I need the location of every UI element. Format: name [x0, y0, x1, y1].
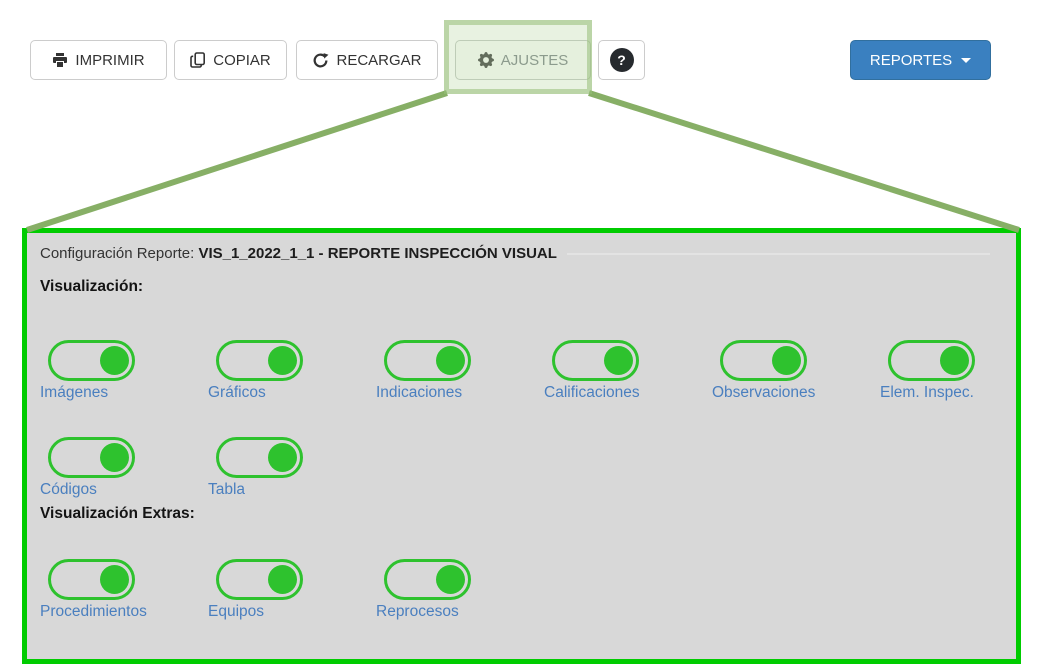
- toggle-knob: [604, 346, 633, 375]
- toggle-indicaciones[interactable]: Indicaciones: [376, 340, 471, 402]
- help-icon: ?: [609, 48, 634, 72]
- section-visualizacion-title: Visualización:: [40, 278, 144, 295]
- toggle-calificaciones[interactable]: Calificaciones: [544, 340, 640, 402]
- toggle-label: Equipos: [208, 603, 265, 620]
- gear-icon: [477, 52, 494, 68]
- print-button[interactable]: IMPRIMIR: [30, 40, 167, 80]
- toggle-tabla[interactable]: Tabla: [208, 437, 303, 499]
- settings-button[interactable]: AJUSTES: [455, 40, 591, 80]
- toggle-knob: [436, 565, 465, 594]
- refresh-icon: [314, 52, 329, 67]
- toggle-graficos[interactable]: Gráficos: [208, 340, 303, 402]
- copy-button-label: COPIAR: [213, 51, 271, 69]
- toggle-switch[interactable]: [888, 340, 975, 381]
- toggle-codigos[interactable]: Códigos: [40, 437, 135, 499]
- help-button[interactable]: ?: [598, 40, 645, 80]
- toggle-switch[interactable]: [720, 340, 807, 381]
- section-extras-title: Visualización Extras:: [40, 505, 195, 522]
- toggle-label: Tabla: [208, 481, 246, 498]
- panel-title: Configuración Reporte: VIS_1_2022_1_1 - …: [40, 245, 990, 262]
- toggle-reprocesos[interactable]: Reprocesos: [376, 559, 471, 621]
- settings-button-label: AJUSTES: [500, 51, 569, 69]
- toggle-label: Procedimientos: [40, 603, 147, 620]
- toggle-switch[interactable]: [216, 340, 303, 381]
- reportes-button-label: REPORTES: [869, 51, 953, 69]
- panel-title-prefix: Configuración Reporte:: [40, 245, 195, 262]
- caret-down-icon: [961, 57, 972, 63]
- toggle-switch[interactable]: [48, 340, 135, 381]
- toggle-label: Observaciones: [712, 384, 816, 401]
- extras-toggle-grid: Procedimientos Equipos Reprocesos: [40, 559, 990, 621]
- toggle-switch[interactable]: [216, 437, 303, 478]
- toggle-label: Indicaciones: [376, 384, 463, 401]
- visualizacion-toggle-grid: Imágenes Gráficos Indicaciones Calificac…: [40, 340, 990, 499]
- toggle-imagenes[interactable]: Imágenes: [40, 340, 135, 402]
- printer-icon: [53, 53, 68, 67]
- toggle-observaciones[interactable]: Observaciones: [712, 340, 815, 402]
- copy-button[interactable]: COPIAR: [174, 40, 287, 80]
- toggle-knob: [268, 346, 297, 375]
- toggle-knob: [268, 443, 297, 472]
- reportes-dropdown-button[interactable]: REPORTES: [850, 40, 991, 80]
- toggle-procedimientos[interactable]: Procedimientos: [40, 559, 147, 621]
- toggle-label: Reprocesos: [376, 603, 459, 620]
- toggle-knob: [436, 346, 465, 375]
- toggle-label: Imágenes: [40, 384, 109, 401]
- toggle-knob: [940, 346, 969, 375]
- toggle-switch[interactable]: [384, 559, 471, 600]
- toggle-label: Calificaciones: [544, 384, 640, 401]
- header-divider: [566, 252, 990, 255]
- toggle-label: Elem. Inspec.: [880, 384, 974, 401]
- toggle-switch[interactable]: [48, 437, 135, 478]
- toggle-knob: [100, 443, 129, 472]
- reload-button[interactable]: RECARGAR: [296, 40, 438, 80]
- toggle-label: Códigos: [40, 481, 97, 498]
- toggle-switch[interactable]: [384, 340, 471, 381]
- toggle-equipos[interactable]: Equipos: [208, 559, 303, 621]
- toggle-knob: [772, 346, 801, 375]
- copy-icon: [190, 52, 206, 68]
- toggle-knob: [100, 565, 129, 594]
- toggle-elem-inspec[interactable]: Elem. Inspec.: [880, 340, 975, 402]
- toggle-switch[interactable]: [216, 559, 303, 600]
- toggle-switch[interactable]: [552, 340, 639, 381]
- print-button-label: IMPRIMIR: [75, 51, 145, 69]
- report-name: VIS_1_2022_1_1 - REPORTE INSPECCIÓN VISU…: [198, 245, 557, 262]
- toggle-switch[interactable]: [48, 559, 135, 600]
- toggle-knob: [268, 565, 297, 594]
- toggle-label: Gráficos: [208, 384, 266, 401]
- report-settings-panel: Configuración Reporte: VIS_1_2022_1_1 - …: [22, 228, 1021, 664]
- toggle-knob: [100, 346, 129, 375]
- reload-button-label: RECARGAR: [336, 51, 422, 69]
